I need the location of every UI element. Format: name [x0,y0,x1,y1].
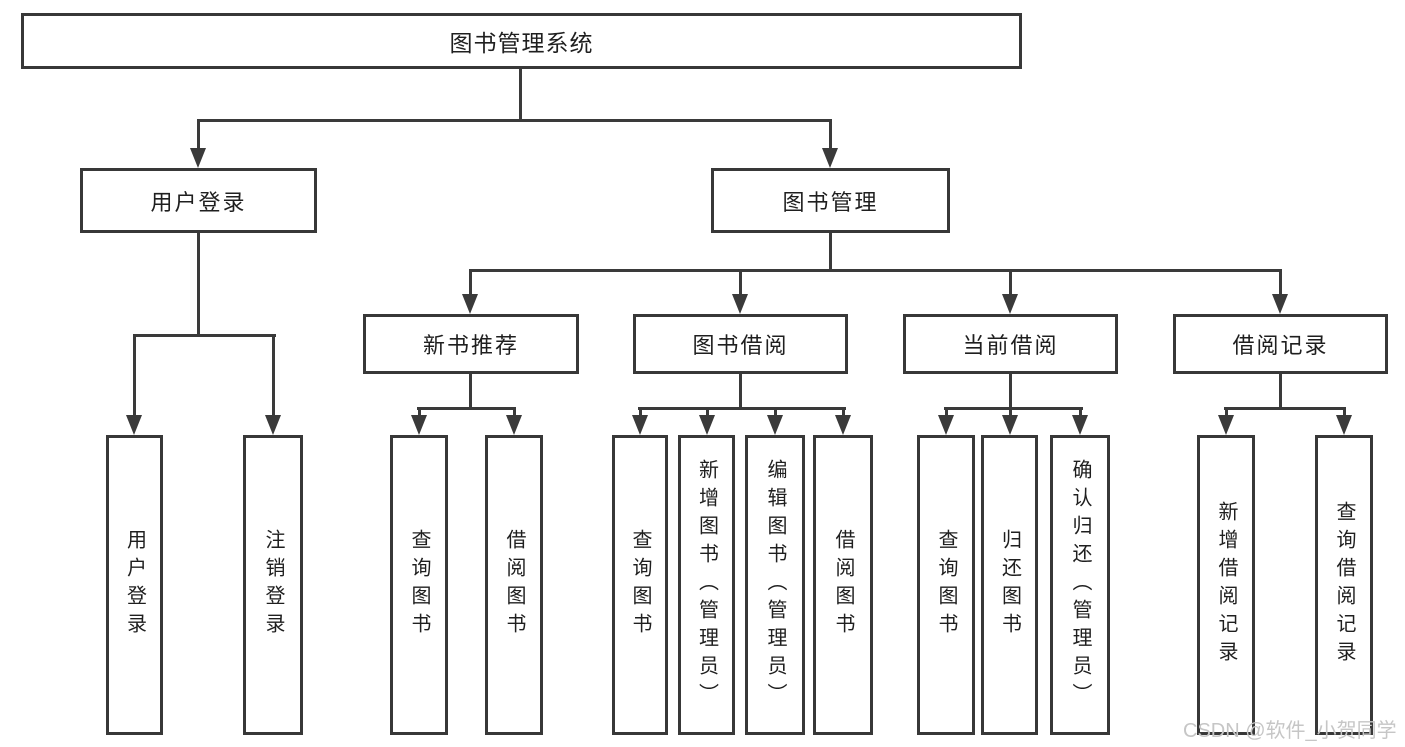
arrow-down-icon [462,294,478,314]
leaf-label: 新增图书（管理员） [695,459,718,711]
arrow-down-icon [835,415,851,435]
connector-line [197,233,200,336]
arrow-down-icon [767,415,783,435]
connector-line [639,407,642,416]
connector-line [513,407,516,416]
leaf-logout: 注销登录 [243,435,303,735]
arrow-down-icon [699,415,715,435]
connector-line [829,233,832,271]
arrow-down-icon [1072,415,1088,435]
csdn-watermark: CSDN @软件_小贺同学 [1183,720,1397,742]
node-book-borrow: 图书借阅 [633,314,848,374]
leaf-label: 借阅图书 [832,529,854,641]
connector-bar [417,407,516,410]
leaf-query-book-3: 查询图书 [917,435,975,735]
arrow-down-icon [632,415,648,435]
connector-line [1279,269,1282,296]
arrow-down-icon [190,148,206,168]
leaf-label: 查询图书 [408,529,430,641]
arrow-down-icon [1002,415,1018,435]
leaf-label: 归还图书 [998,529,1021,641]
arrow-down-icon [938,415,954,435]
leaf-borrow-book-2: 借阅图书 [813,435,873,735]
leaf-label: 新增借阅记录 [1215,501,1237,669]
arrow-down-icon [1336,415,1352,435]
arrow-down-icon [732,294,748,314]
leaf-label: 查询图书 [935,529,957,641]
node-book-management: 图书管理 [711,168,950,233]
connector-line [197,119,200,150]
connector-line [1343,407,1346,416]
leaf-label: 用户登录 [123,529,146,641]
connector-line [739,269,742,296]
leaf-label: 注销登录 [262,529,284,641]
connector-line [1079,407,1082,416]
leaf-query-book-1: 查询图书 [390,435,448,735]
connector-line [1225,407,1228,416]
leaf-return-book: 归还图书 [981,435,1038,735]
arrow-down-icon [1272,294,1288,314]
leaf-add-book-admin: 新增图书（管理员） [678,435,735,735]
leaf-label: 查询图书 [629,529,651,641]
leaf-borrow-book-1: 借阅图书 [485,435,543,735]
connector-level3-bar [469,269,1282,272]
connector-line [739,374,742,410]
connector-line [829,119,832,150]
connector-line [133,334,136,416]
connector-bar [133,334,276,337]
arrow-down-icon [1218,415,1234,435]
connector-line [842,407,845,416]
node-new-book-recommend: 新书推荐 [363,314,579,374]
arrow-down-icon [126,415,142,435]
connector-line [1009,407,1012,416]
leaf-label: 确认归还（管理员） [1069,459,1091,711]
leaf-query-book-2: 查询图书 [612,435,668,735]
connector-bar [944,407,1083,410]
leaf-label: 编辑图书（管理员） [764,459,786,711]
leaf-confirm-return-admin: 确认归还（管理员） [1050,435,1110,735]
arrow-down-icon [411,415,427,435]
leaf-label: 借阅图书 [503,529,525,641]
connector-line [1009,374,1012,410]
arrow-down-icon [1002,294,1018,314]
connector-line [1009,269,1012,296]
arrow-down-icon [822,148,838,168]
connector-root-stem [519,69,522,120]
connector-line [469,269,472,296]
connector-line [469,374,472,410]
node-root-library-management-system: 图书管理系统 [21,13,1022,69]
node-borrow-records: 借阅记录 [1173,314,1388,374]
arrow-down-icon [506,415,522,435]
connector-line [945,407,948,416]
leaf-user-login: 用户登录 [106,435,163,735]
arrow-down-icon [265,415,281,435]
connector-line [1279,374,1282,410]
leaf-query-borrow-record: 查询借阅记录 [1315,435,1373,735]
leaf-edit-book-admin: 编辑图书（管理员） [745,435,805,735]
node-current-borrow: 当前借阅 [903,314,1118,374]
connector-line [418,407,421,416]
connector-line [774,407,777,416]
connector-line [272,334,275,416]
connector-bar [1224,407,1346,410]
leaf-label: 查询借阅记录 [1333,501,1355,669]
connector-level2-bar [197,119,832,122]
leaf-add-borrow-record: 新增借阅记录 [1197,435,1255,735]
node-user-login: 用户登录 [80,168,317,233]
connector-line [706,407,709,416]
connector-bar [638,407,846,410]
